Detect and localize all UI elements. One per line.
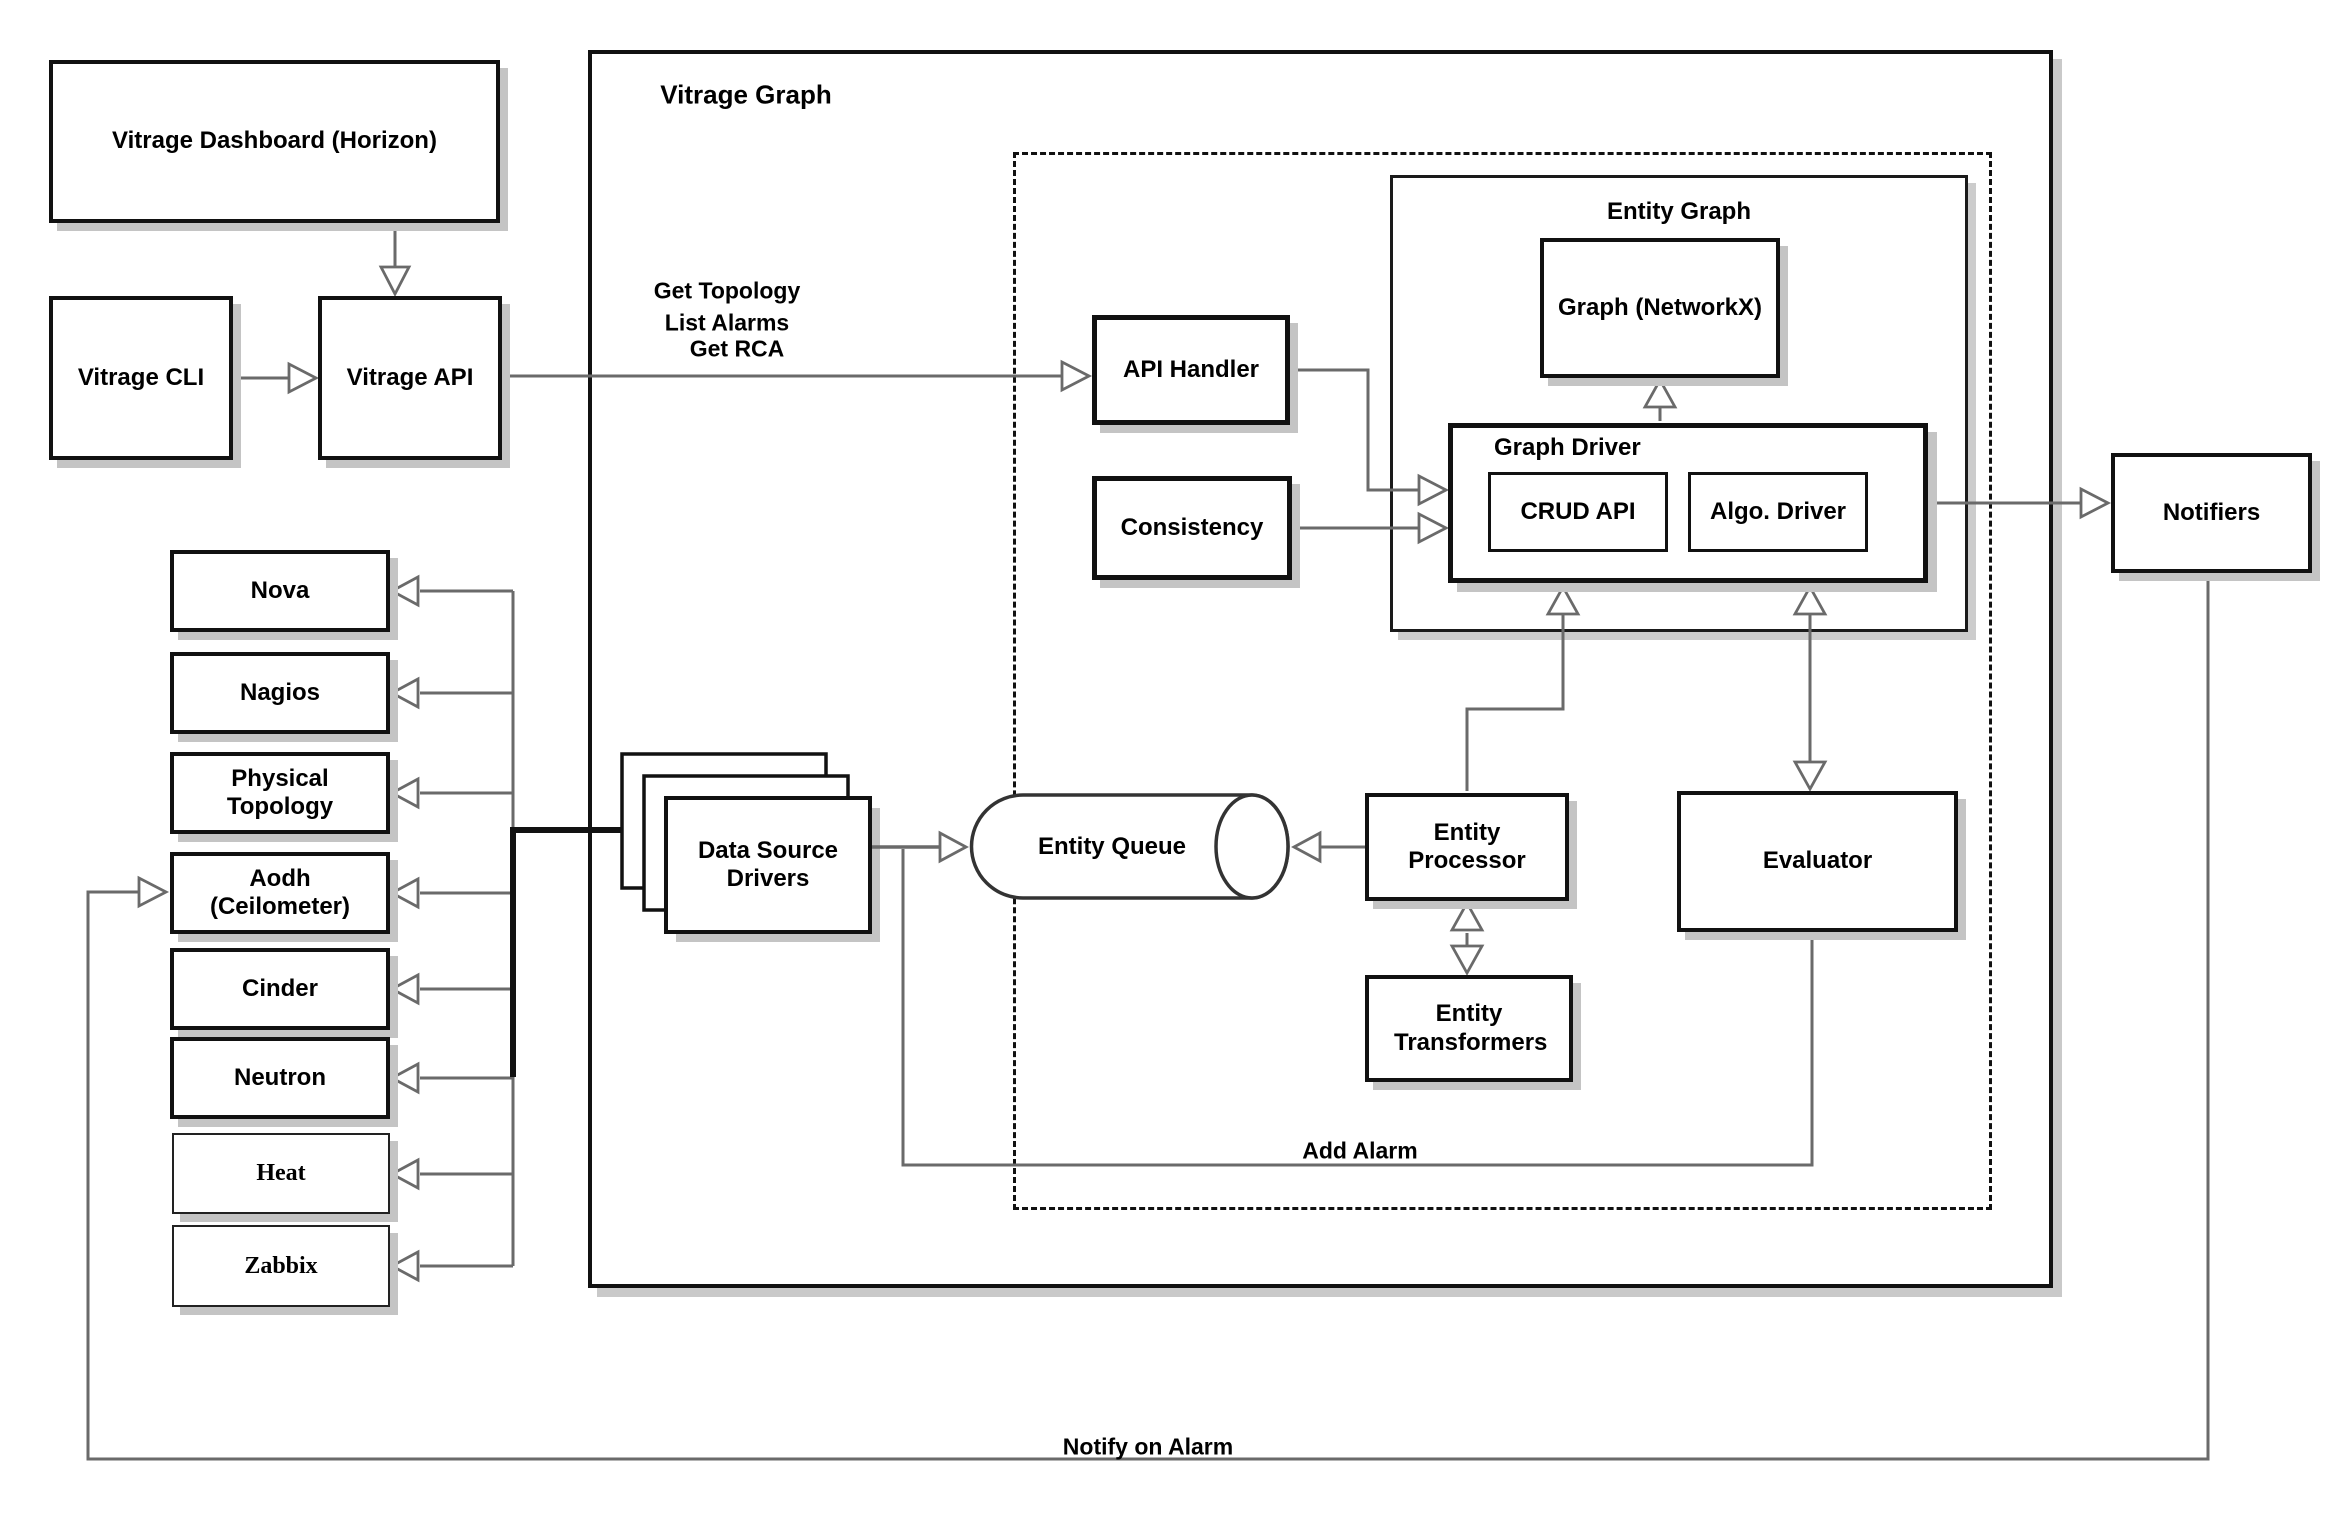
arrowhead-into-zabbix <box>389 1249 420 1283</box>
edge-processor-to-crud <box>1465 615 1565 791</box>
node-datasource-neutron: Neutron <box>170 1037 390 1119</box>
entity-graph-title: Entity Graph <box>1606 198 1752 225</box>
node-entity-processor: Entity Processor <box>1365 793 1569 901</box>
arrowhead-into-queue-left <box>938 830 969 864</box>
node-evaluator: Evaluator <box>1677 791 1958 932</box>
node-api-handler-label: API Handler <box>1122 355 1260 383</box>
arrowhead-into-transformers <box>1449 944 1485 976</box>
node-entity-queue-label: Entity Queue <box>1037 832 1187 860</box>
node-datasource-cinder-label: Cinder <box>241 974 318 1002</box>
arrowheads <box>137 265 2112 1283</box>
arrowhead-into-vitrage-api-left <box>287 361 320 395</box>
node-datasource-nagios-label: Nagios <box>239 678 320 706</box>
node-datasource-zabbix: Zabbix <box>172 1225 390 1307</box>
dsd-page-front <box>664 796 872 934</box>
edge-label-notify-on-alarm: Notify on Alarm <box>1062 1433 1234 1460</box>
arrowhead-into-cinder <box>389 972 420 1006</box>
edge-notify-on-alarm <box>86 575 2210 1461</box>
arrowhead-into-notifiers <box>2079 486 2112 520</box>
arrowhead-into-physical-topology <box>389 776 420 810</box>
node-vitrage-cli: Vitrage CLI <box>49 296 233 460</box>
data-source-drivers-stack <box>620 752 880 942</box>
node-entity-transformers-label: Entity Transformers <box>1394 1000 1548 1056</box>
node-datasource-physical-topology-label: Physical Topology <box>226 764 334 820</box>
arrowhead-into-processor-bottom <box>1449 900 1485 932</box>
node-graph-driver-label: Graph Driver <box>1494 434 1641 461</box>
edge-label-list-alarms: List Alarms <box>664 309 790 336</box>
node-datasource-physical-topology: Physical Topology <box>170 752 390 834</box>
node-graph-networkx-label: Graph (NetworkX) <box>1557 293 1763 321</box>
node-datasource-neutron-label: Neutron <box>234 1063 326 1091</box>
arrowhead-into-evaluator <box>1792 760 1828 792</box>
cylinder-cap <box>1214 793 1290 900</box>
arrowhead-into-neutron <box>389 1061 420 1095</box>
node-algo-driver: Algo. Driver <box>1688 472 1868 552</box>
arrowhead-into-graphdriver-2 <box>1417 511 1450 545</box>
node-consistency: Consistency <box>1092 476 1292 580</box>
arrowhead-into-networkx <box>1642 377 1678 409</box>
edge-label-add-alarm: Add Alarm <box>1302 1137 1418 1164</box>
node-vitrage-dashboard-label: Vitrage Dashboard (Horizon) <box>112 127 437 155</box>
node-datasource-aodh-label: Aodh (Ceilometer) <box>209 864 351 920</box>
node-entity-transformers: Entity Transformers <box>1365 975 1573 1082</box>
node-notifiers: Notifiers <box>2111 453 2312 573</box>
arrowhead-into-api-handler <box>1060 359 1093 393</box>
connector-lines <box>86 225 2210 1461</box>
node-datasource-nagios: Nagios <box>170 652 390 734</box>
node-data-source-drivers-label: Data Source Drivers <box>697 836 839 892</box>
arrowhead-into-aodh-left <box>137 875 170 909</box>
edge-label-get-rca: Get RCA <box>689 335 785 362</box>
node-datasource-nova: Nova <box>170 550 390 632</box>
arrowhead-into-graphdriver-1 <box>1417 473 1450 507</box>
node-crud-api: CRUD API <box>1488 472 1668 552</box>
node-datasource-zabbix-label: Zabbix <box>244 1252 318 1279</box>
edge-handler-to-graphdriver <box>1290 368 1418 492</box>
node-consistency-label: Consistency <box>1120 513 1264 541</box>
node-datasource-cinder: Cinder <box>170 948 390 1030</box>
arrowhead-into-queue-right <box>1291 830 1322 864</box>
entity-queue-cylinder <box>969 793 1290 900</box>
node-datasource-aodh: Aodh (Ceilometer) <box>170 852 390 934</box>
node-evaluator-label: Evaluator <box>1762 847 1873 875</box>
node-entity-processor-label: Entity Processor <box>1408 818 1526 874</box>
node-vitrage-api-label: Vitrage API <box>346 363 474 391</box>
arrowhead-into-nova <box>389 574 420 608</box>
graph-service-dashed-boundary <box>1013 152 1992 1210</box>
node-notifiers-label: Notifiers <box>2162 498 2261 526</box>
node-datasource-heat: Heat <box>172 1133 390 1214</box>
arrowhead-into-nagios <box>389 676 420 710</box>
node-datasource-heat-label: Heat <box>256 1160 306 1187</box>
arrowhead-into-vitrage-api-top <box>378 265 412 298</box>
node-datasource-nova-label: Nova <box>250 576 310 604</box>
node-crud-api-label: CRUD API <box>1520 497 1636 525</box>
arrowhead-processor-into-graphdriver <box>1545 584 1581 616</box>
node-vitrage-dashboard: Vitrage Dashboard (Horizon) <box>49 60 500 223</box>
node-vitrage-api: Vitrage API <box>318 296 502 460</box>
node-graph-networkx: Graph (NetworkX) <box>1540 238 1780 378</box>
node-algo-driver-label: Algo. Driver <box>1709 497 1847 525</box>
edge-label-get-topology: Get Topology <box>653 277 801 304</box>
arrowhead-into-heat <box>389 1157 420 1191</box>
edge-add-alarm <box>901 849 1814 1167</box>
thick-feed-lines <box>510 827 640 1077</box>
node-api-handler: API Handler <box>1092 315 1290 425</box>
node-vitrage-cli-label: Vitrage CLI <box>77 363 205 391</box>
vitrage-graph-title: Vitrage Graph <box>660 79 832 110</box>
arrowhead-into-aodh <box>389 876 420 910</box>
arrowhead-evaluator-into-graphdriver <box>1792 584 1828 616</box>
